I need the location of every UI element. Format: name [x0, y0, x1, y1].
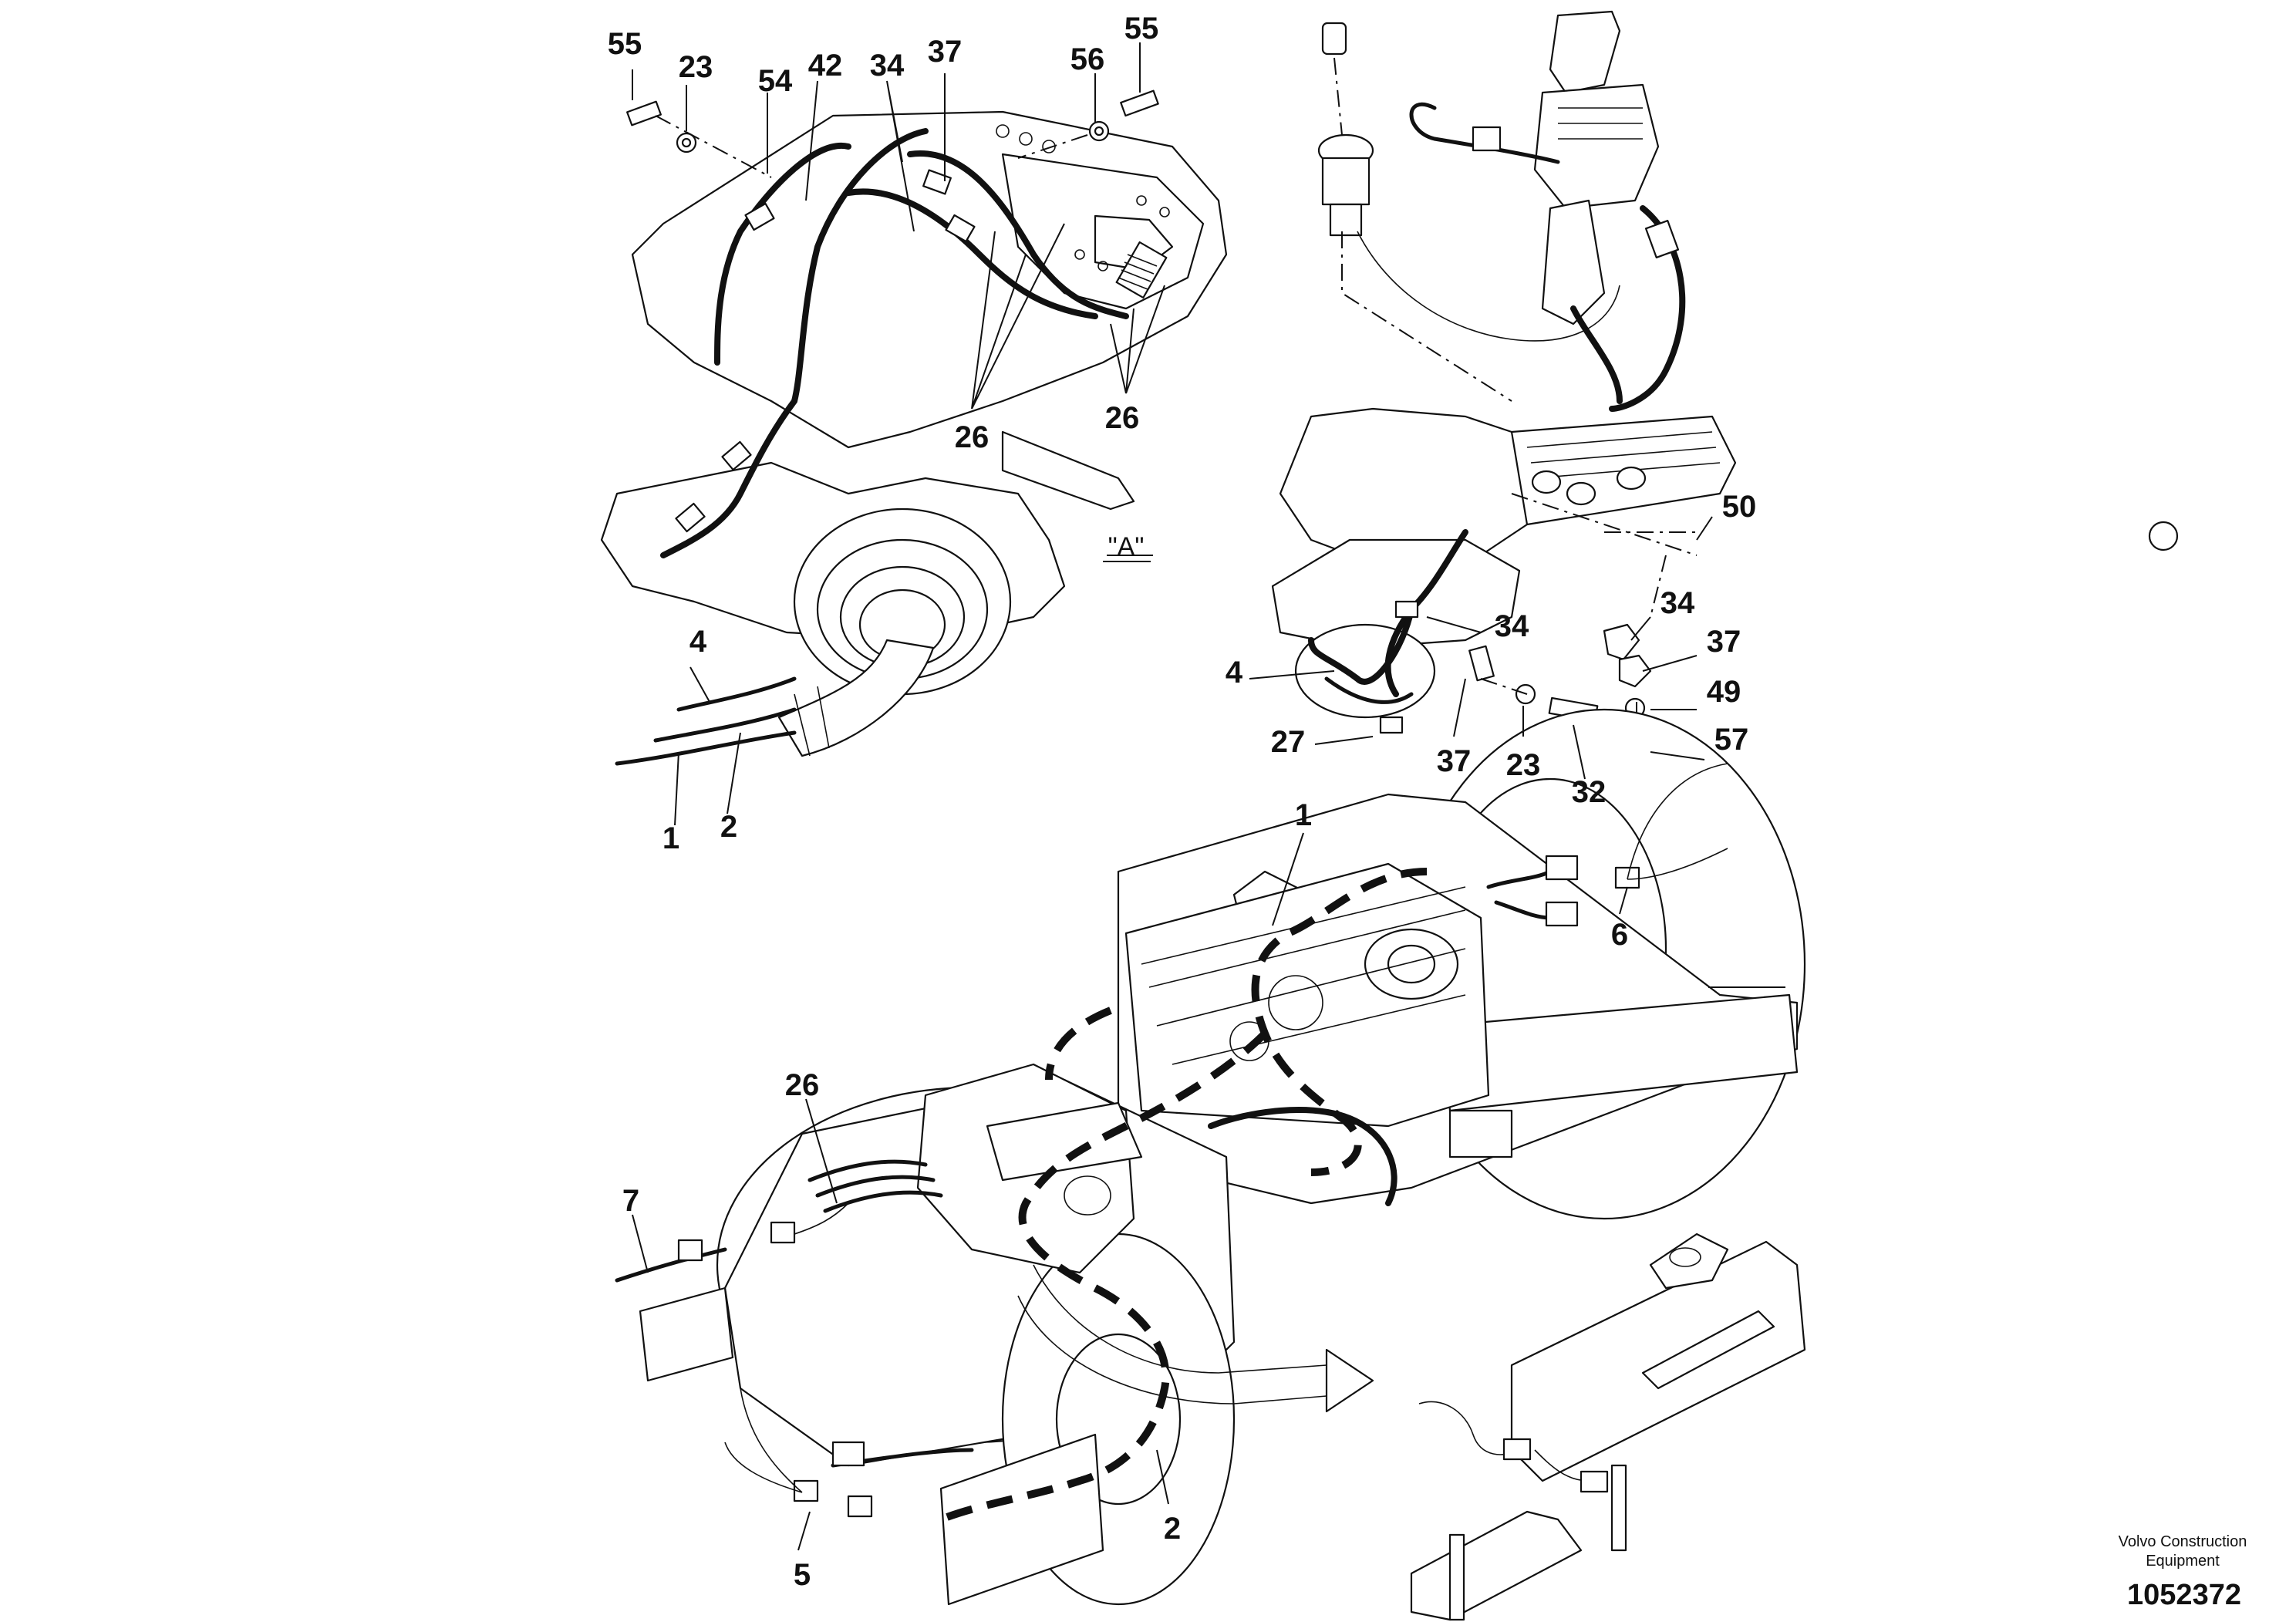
detail-console-view-a: [600, 89, 1228, 766]
callout-42: 42: [808, 49, 843, 83]
callout-57: 57: [1714, 723, 1749, 757]
brand-line-2: Equipment: [2146, 1553, 2220, 1570]
callout-50: 50: [1722, 490, 1757, 524]
detail-control-lever: [1317, 10, 1686, 412]
callout-37: 37: [1437, 744, 1472, 778]
callout-55: 55: [1124, 12, 1159, 46]
callout-26: 26: [1105, 401, 1140, 435]
callout-34: 34: [1660, 586, 1695, 620]
callout-labels: 55 23 54 42 34 37 56 55 26 26 "A" 4 2 1 …: [608, 12, 1757, 1592]
callout-leaders: [632, 42, 1785, 1551]
callout-34: 34: [1495, 609, 1529, 643]
callout-26: 26: [955, 420, 990, 454]
callout-23: 23: [679, 50, 713, 84]
callout-37: 37: [928, 35, 963, 69]
drawing-number: 1052372: [2127, 1579, 2241, 1611]
callout-32: 32: [1572, 775, 1607, 809]
callout-2: 2: [720, 810, 737, 844]
callout-54: 54: [758, 64, 793, 98]
view-label-a: "A": [1108, 532, 1145, 561]
callout-49: 49: [1707, 675, 1741, 709]
callout-6: 6: [1611, 918, 1628, 952]
callout-4: 4: [1226, 656, 1243, 690]
detail-seat-frame: [1271, 407, 2179, 769]
machine-overview: [615, 708, 1806, 1606]
callout-37: 37: [1707, 625, 1741, 659]
callout-27: 27: [1271, 725, 1306, 759]
brand-line-1: Volvo Construction: [2119, 1533, 2247, 1550]
callout-56: 56: [1070, 42, 1105, 76]
callout-1: 1: [1295, 798, 1312, 832]
callout-5: 5: [794, 1558, 811, 1592]
callout-4: 4: [689, 625, 707, 659]
drawing-footer: Volvo Construction Equipment 1052372: [2119, 1533, 2247, 1611]
callout-34: 34: [870, 49, 905, 83]
callout-2: 2: [1164, 1512, 1181, 1546]
callout-1: 1: [663, 821, 679, 855]
callout-55: 55: [608, 27, 642, 61]
callout-7: 7: [622, 1184, 639, 1218]
callout-26: 26: [785, 1068, 820, 1102]
callout-23: 23: [1506, 748, 1541, 782]
detail-cover-plate: [1410, 1233, 1806, 1621]
